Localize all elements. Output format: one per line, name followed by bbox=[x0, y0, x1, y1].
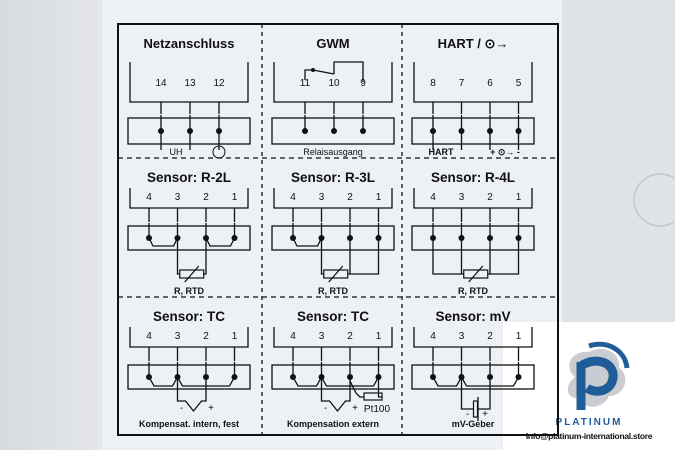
housing-screw bbox=[633, 173, 675, 227]
platinum-logo-icon bbox=[567, 341, 630, 410]
watermark-email: Info@platinum-international.store bbox=[525, 431, 653, 441]
watermark-brand: PLATINUM bbox=[555, 417, 623, 428]
wiring-label bbox=[102, 0, 562, 450]
watermark: PLATINUM Info@platinum-international.sto… bbox=[503, 322, 675, 450]
background-housing bbox=[0, 0, 102, 450]
